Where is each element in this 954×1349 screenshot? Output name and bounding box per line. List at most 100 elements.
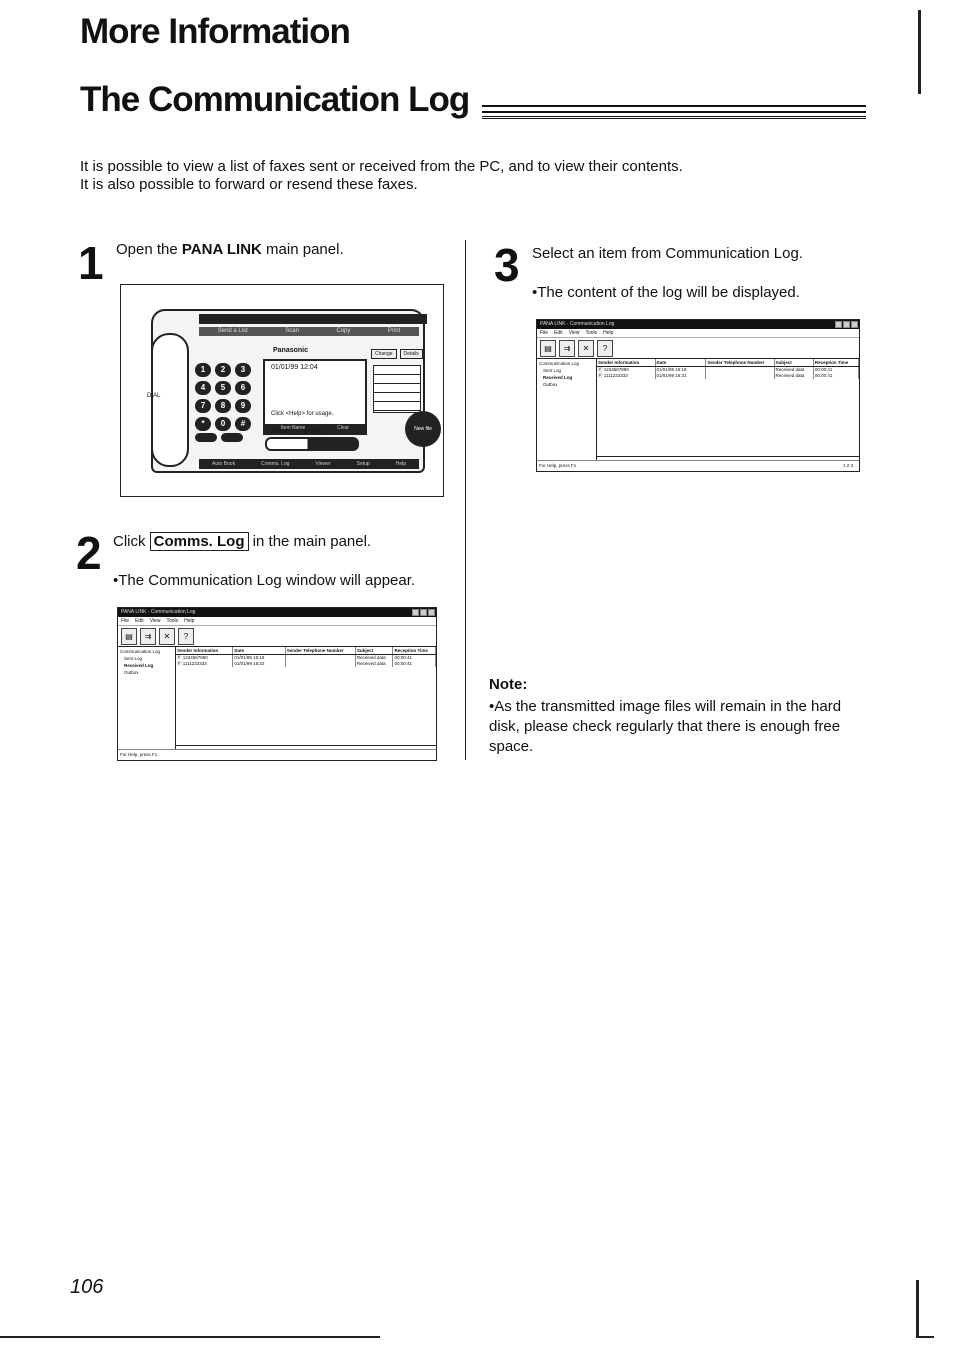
tree-item-sent-log[interactable]: Sent Log bbox=[543, 368, 562, 373]
table-row[interactable]: Ⓟ 1111222333 01/01/99 15:22 Received dat… bbox=[176, 661, 436, 667]
menu-tools[interactable]: Tools bbox=[166, 618, 179, 624]
key-8[interactable]: 8 bbox=[215, 399, 231, 413]
intro-paragraph: It is possible to view a list of faxes s… bbox=[80, 158, 683, 194]
communication-log-window: PANA LINK - Communication Log File Edit … bbox=[536, 319, 860, 472]
horizontal-scrollbar[interactable] bbox=[597, 456, 859, 461]
help-icon[interactable]: ? bbox=[597, 340, 613, 357]
key-0[interactable]: 0 bbox=[215, 417, 231, 431]
main-panel-figure: Send a List Scan Copy Print Panasonic 1 … bbox=[120, 284, 444, 497]
col-subject[interactable]: Subject bbox=[775, 359, 814, 366]
lcd-item-name[interactable]: Item Name bbox=[280, 425, 306, 431]
col-reception-time[interactable]: Reception Time bbox=[393, 647, 436, 654]
device-title-bar bbox=[199, 314, 427, 324]
new-file-button[interactable]: New file bbox=[405, 411, 441, 447]
menu-bar: File Edit View Tools Help bbox=[537, 329, 859, 338]
tab-send-list[interactable]: Send a List bbox=[217, 328, 248, 334]
window-controls bbox=[412, 609, 435, 616]
maximize-button[interactable] bbox=[843, 321, 850, 328]
tab-viewer[interactable]: Viewer bbox=[315, 461, 331, 467]
help-icon[interactable]: ? bbox=[178, 628, 194, 645]
cell-date: 01/01/99 15:18 bbox=[656, 367, 707, 373]
step-2-text: Click Comms. Log in the main panel. bbox=[113, 532, 371, 551]
col-sender-phone[interactable]: Sender Telephone Number bbox=[706, 359, 775, 366]
forward-icon[interactable]: ⇉ bbox=[559, 340, 575, 357]
tree-item-communication-log[interactable]: Communication Log bbox=[539, 361, 580, 366]
stop-start-button[interactable] bbox=[265, 437, 359, 451]
delete-icon[interactable]: ✕ bbox=[578, 340, 594, 357]
close-button[interactable] bbox=[851, 321, 858, 328]
details-button[interactable]: Details bbox=[399, 349, 423, 359]
key-1[interactable]: 1 bbox=[195, 363, 211, 377]
oval-button-1[interactable] bbox=[195, 433, 217, 442]
note-heading: Note: bbox=[489, 676, 528, 693]
tree-item-outbox[interactable]: Outbox bbox=[543, 382, 558, 387]
key-5[interactable]: 5 bbox=[215, 381, 231, 395]
step-2-bullet: •The Communication Log window will appea… bbox=[113, 572, 416, 589]
col-date[interactable]: Date bbox=[233, 647, 286, 654]
status-text: For Help, press F1 bbox=[539, 463, 577, 468]
lcd-time: 01/01/99 12:04 bbox=[271, 364, 318, 371]
pana-link-keyword: PANA LINK bbox=[181, 241, 262, 258]
menu-view[interactable]: View bbox=[568, 330, 580, 336]
col-subject[interactable]: Subject bbox=[356, 647, 394, 654]
cell-time: 00:00:41 bbox=[814, 367, 859, 373]
view-icon[interactable]: ▤ bbox=[540, 340, 556, 357]
tree-item-sent-log[interactable]: Sent Log bbox=[124, 656, 143, 661]
delete-icon[interactable]: ✕ bbox=[159, 628, 175, 645]
col-sender-info[interactable]: Sender Information bbox=[176, 647, 234, 654]
menu-tools[interactable]: Tools bbox=[585, 330, 598, 336]
tree-item-communication-log[interactable]: Communication Log bbox=[120, 649, 161, 654]
menu-edit[interactable]: Edit bbox=[135, 618, 144, 624]
tab-scan[interactable]: Scan bbox=[285, 328, 299, 334]
tab-help[interactable]: Help bbox=[395, 461, 406, 467]
tree-item-received-log[interactable]: Received Log bbox=[543, 375, 573, 380]
menu-help[interactable]: Help bbox=[603, 330, 614, 336]
table-row[interactable]: Ⓟ 1234567890 01/01/99 15:18 Received dat… bbox=[176, 655, 436, 661]
key-star[interactable]: * bbox=[195, 417, 211, 431]
tab-print[interactable]: Print bbox=[387, 328, 401, 334]
col-reception-time[interactable]: Reception Time bbox=[814, 359, 859, 366]
tab-comms-log[interactable]: Comms. Log bbox=[261, 461, 290, 467]
close-button[interactable] bbox=[428, 609, 435, 616]
menu-edit[interactable]: Edit bbox=[554, 330, 563, 336]
col-sender-info[interactable]: Sender Information bbox=[597, 359, 656, 366]
key-2[interactable]: 2 bbox=[215, 363, 231, 377]
cell-time: 00:00:41 bbox=[393, 661, 436, 667]
list-header: Sender Information Date Sender Telephone… bbox=[176, 647, 436, 655]
tab-copy[interactable]: Copy bbox=[336, 328, 351, 334]
key-3[interactable]: 3 bbox=[235, 363, 251, 377]
maximize-button[interactable] bbox=[420, 609, 427, 616]
oval-button-2[interactable] bbox=[221, 433, 243, 442]
table-row[interactable]: Ⓟ 1111222333 01/01/99 16:31 Received dat… bbox=[597, 373, 859, 379]
key-9[interactable]: 9 bbox=[235, 399, 251, 413]
tree-item-outbox[interactable]: Outbox bbox=[124, 670, 139, 675]
step-1-text-before: Open the bbox=[116, 241, 182, 258]
tab-setup[interactable]: Setup bbox=[356, 461, 370, 467]
col-sender-phone[interactable]: Sender Telephone Number bbox=[286, 647, 356, 654]
key-4[interactable]: 4 bbox=[195, 381, 211, 395]
lcd-clear[interactable]: Clear bbox=[337, 425, 350, 431]
menu-file[interactable]: File bbox=[121, 618, 130, 624]
menu-file[interactable]: File bbox=[540, 330, 549, 336]
key-7[interactable]: 7 bbox=[195, 399, 211, 413]
menu-help[interactable]: Help bbox=[184, 618, 195, 624]
tree-item-received-log[interactable]: Received Log bbox=[124, 663, 154, 668]
stop-start-labels: STOP START bbox=[271, 429, 324, 435]
col-date[interactable]: Date bbox=[656, 359, 707, 366]
tab-auto-book[interactable]: Auto Book bbox=[212, 461, 236, 467]
brand-label: Panasonic bbox=[273, 347, 309, 354]
minimize-button[interactable] bbox=[412, 609, 419, 616]
horizontal-scrollbar[interactable] bbox=[176, 745, 436, 750]
key-hash[interactable]: # bbox=[235, 417, 251, 431]
key-6[interactable]: 6 bbox=[235, 381, 251, 395]
comms-log-button[interactable]: Comms. Log bbox=[149, 532, 249, 551]
cell-phone bbox=[286, 655, 356, 661]
minimize-button[interactable] bbox=[835, 321, 842, 328]
step-1-number: 1 bbox=[78, 237, 104, 289]
device-bottom-tabs: Auto Book Comms. Log Viewer Setup Help bbox=[199, 459, 419, 469]
forward-icon[interactable]: ⇉ bbox=[140, 628, 156, 645]
change-button[interactable]: Change bbox=[371, 349, 397, 359]
view-icon[interactable]: ▤ bbox=[121, 628, 137, 645]
menu-view[interactable]: View bbox=[149, 618, 161, 624]
table-row[interactable]: Ⓟ 1234567890 01/01/99 15:18 Received dat… bbox=[597, 367, 859, 373]
